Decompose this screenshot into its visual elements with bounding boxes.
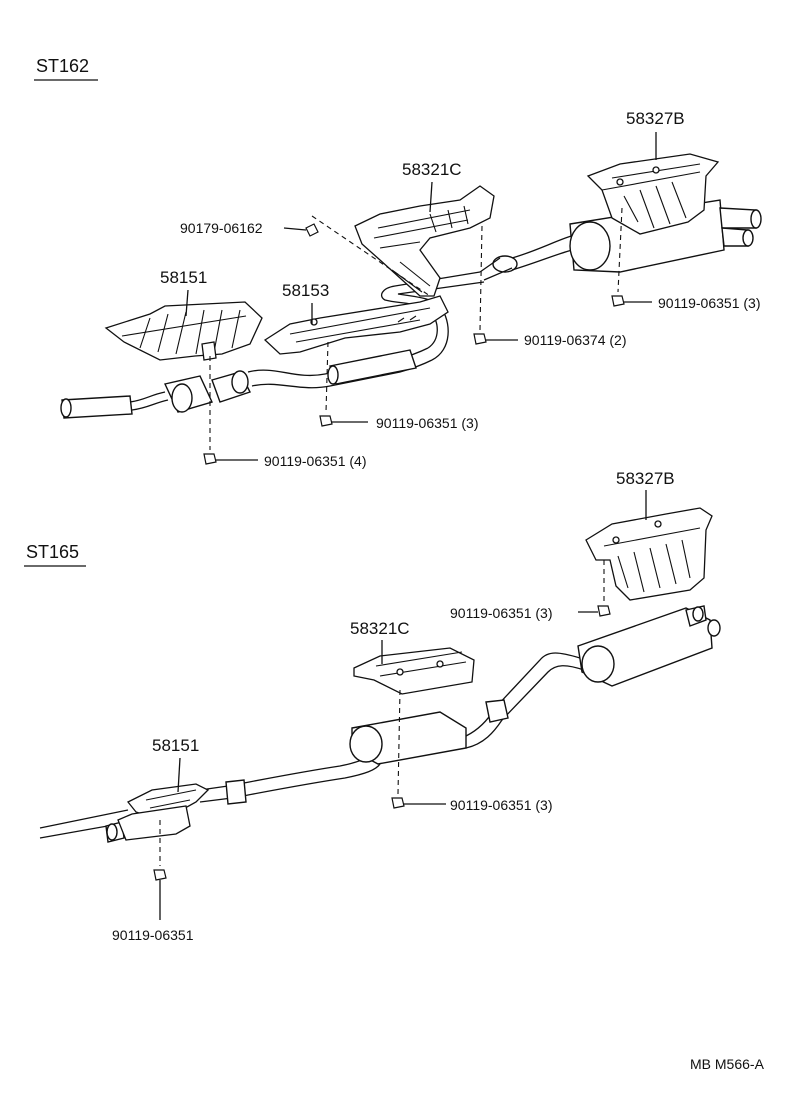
part-label-58327b: 58327B (626, 109, 685, 128)
bolt-label-90119-06351-rear: 90119-06351 (3) (658, 295, 760, 311)
bolt-label-90179-06162: 90179-06162 (180, 220, 263, 236)
bolt-90179-06162 (283, 215, 431, 297)
section-st165: ST165 (24, 469, 721, 943)
part-label-58321c: 58321C (402, 160, 462, 179)
heat-insulator-58321c-st162 (354, 185, 495, 297)
heat-insulator-58151-st165 (117, 783, 210, 841)
bolt-90119-06374 (473, 225, 518, 345)
bolt-label-90119-06351-mid-st165: 90119-06351 (3) (450, 797, 552, 813)
bolt-90119-06351-front-st165 (153, 820, 167, 920)
heat-insulator-58321c-st165 (353, 647, 475, 695)
part-label-58151: 58151 (152, 736, 199, 755)
part-label-58151: 58151 (160, 268, 207, 287)
bolt-label-90119-06351-front: 90119-06351 (4) (264, 453, 366, 469)
section-st162: ST162 (34, 56, 762, 469)
bolt-label-90119-06351-rear-st165: 90119-06351 (3) (450, 605, 552, 621)
bolt-label-90119-06374: 90119-06374 (2) (524, 332, 626, 348)
leader-line (177, 757, 181, 793)
bolt-label-90119-06351-mid: 90119-06351 (3) (376, 415, 478, 431)
exhaust-pipe-st165 (39, 605, 721, 843)
heat-insulator-58327b-st162 (586, 153, 720, 235)
part-label-58153: 58153 (282, 281, 329, 300)
leader-line (429, 181, 433, 213)
part-label-58321c: 58321C (350, 619, 410, 638)
section-title-st162: ST162 (36, 56, 89, 76)
bolt-label-90119-06351-front-st165: 90119-06351 (112, 927, 194, 943)
heat-insulator-58153-st162 (263, 295, 449, 355)
bolt-90119-06351-mid (319, 341, 368, 427)
heat-insulator-58327b-st165 (585, 507, 713, 601)
section-title-st165: ST165 (26, 542, 79, 562)
bolt-90119-06351-rear-st165 (578, 560, 611, 617)
bolt-90119-06351-mid-st165 (391, 689, 446, 809)
bolt-90119-06351-rear (611, 207, 652, 307)
bolt-90119-06351-front (203, 356, 258, 465)
part-label-58327b: 58327B (616, 469, 675, 488)
diagram-code: MB M566-A (690, 1056, 765, 1072)
heat-insulator-58151-st162 (104, 301, 263, 361)
leader-line (185, 289, 189, 317)
